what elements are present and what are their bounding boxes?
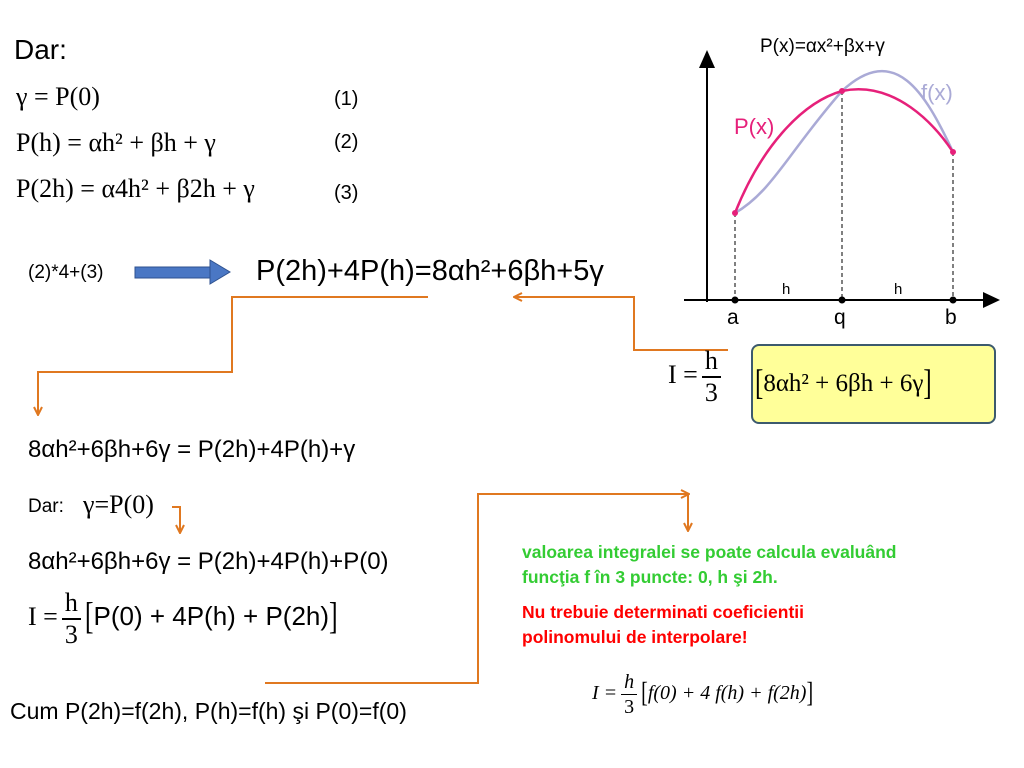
curve-p — [733, 88, 955, 214]
equation-1-number: (1) — [334, 88, 359, 110]
graph-title: P(x)=αx²+βx+γ — [760, 36, 885, 57]
connector-cum-to-note — [265, 494, 688, 684]
x-axis-arrow-icon — [983, 292, 1000, 308]
point-p-b — [950, 149, 956, 155]
combination-label: (2)*4+(3) — [28, 262, 104, 283]
point-p-q — [839, 88, 845, 94]
green-note-line-1: valoarea integralei se poate calcula eva… — [522, 542, 897, 562]
equation-2: P(h) = αh² + βh + γ — [16, 128, 216, 157]
function-graph — [684, 50, 1000, 308]
dar-gamma-equation: γ=P(0) — [83, 490, 154, 519]
boxed-lhs: I = — [668, 359, 698, 389]
green-note-line-2: funcţia f în 3 puncte: 0, h şi 2h. — [522, 567, 778, 587]
final-lhs: I = — [592, 682, 618, 705]
connector-combo-to-rearranged — [38, 296, 428, 414]
highlight-box: [8αh² + 6βh + 6γ] — [751, 344, 996, 424]
integral-lhs: I = — [28, 601, 58, 631]
final-fraction-denominator: 3 — [624, 696, 635, 718]
connector-dar-down — [172, 506, 180, 532]
rearranged-equation: 8αh²+6βh+6γ = P(2h)+4P(h)+γ — [28, 436, 356, 463]
final-fraction-numerator: h — [621, 672, 638, 695]
curve-f-label: f(x) — [921, 80, 953, 105]
equation-3-number: (3) — [334, 182, 359, 204]
h-label-right: h — [894, 281, 903, 298]
boxed-fraction-denominator: 3 — [704, 378, 718, 407]
tick-a — [731, 296, 739, 304]
x-label-q: q — [834, 306, 846, 329]
final-body: f(0) + 4 f(h) + f(2h) — [647, 682, 807, 705]
point-p-a — [732, 210, 738, 216]
cum-statement: Cum P(2h)=f(2h), P(h)=f(h) şi P(0)=f(0) — [10, 698, 407, 724]
boxed-body: 8αh² + 6βh + 6γ — [763, 370, 924, 397]
combined-equation: P(2h)+4P(h)=8αh²+6βh+5γ — [256, 255, 604, 287]
fraction-numerator: h — [61, 590, 81, 620]
equation-2-number: (2) — [334, 131, 359, 153]
red-note-line-2: polinomului de interpolare! — [522, 627, 748, 647]
integral-body: P(0) + 4P(h) + P(2h) — [93, 600, 330, 631]
title-dar: Dar: — [14, 34, 67, 65]
blue-arrow-icon — [134, 259, 231, 285]
green-note: valoarea integralei se poate calcula eva… — [522, 540, 896, 590]
fraction-denominator: 3 — [64, 620, 78, 649]
substituted-equation: 8αh²+6βh+6γ = P(2h)+4P(h)+P(0) — [28, 548, 389, 575]
tick-b — [949, 296, 957, 304]
curve-p-label: P(x) — [734, 114, 775, 139]
connector-box-to-combo — [515, 297, 728, 351]
y-axis-arrow-icon — [699, 50, 715, 68]
x-label-a: a — [727, 306, 739, 329]
red-note: Nu trebuie determinati coeficientii poli… — [522, 600, 804, 650]
boxed-fraction-numerator: h — [701, 348, 721, 378]
red-note-line-1: Nu trebuie determinati coeficientii — [522, 602, 804, 622]
dar-label-2: Dar: — [28, 496, 64, 517]
equation-1: γ = P(0) — [16, 82, 100, 111]
h-label-left: h — [782, 281, 791, 298]
equation-3: P(2h) = α4h² + β2h + γ — [16, 174, 255, 203]
tick-q — [838, 296, 846, 304]
x-label-b: b — [945, 306, 957, 329]
